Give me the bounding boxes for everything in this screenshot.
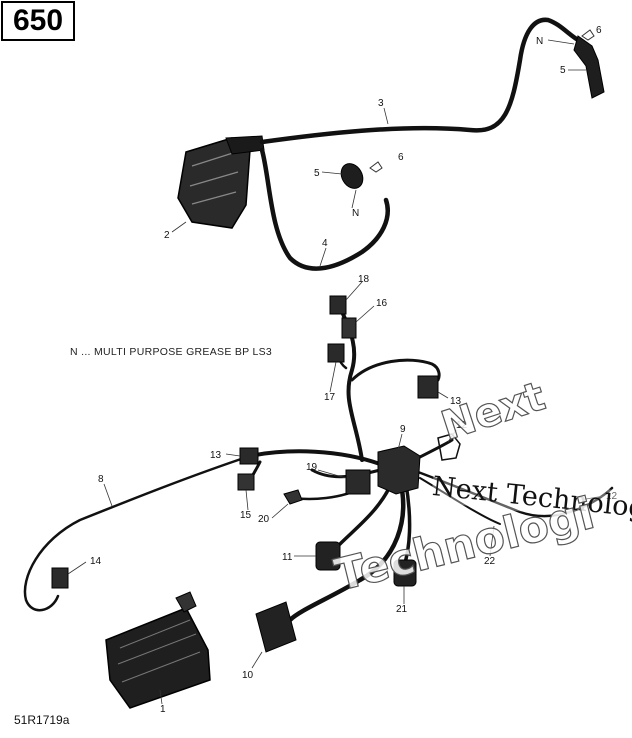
connector-12 [437, 433, 461, 461]
spark-plug-wire-4 [259, 147, 390, 271]
connector-13-left [239, 447, 259, 465]
callout-17: 17 [324, 392, 336, 403]
connector-15 [237, 473, 255, 491]
callout-12-right: 12 [606, 491, 618, 502]
cap-spring-top [581, 29, 595, 41]
callout-5-middle: 5 [314, 168, 320, 179]
callout-n-top: N [536, 36, 543, 47]
callout-6-top: 6 [596, 25, 602, 36]
connector-19 [345, 469, 371, 495]
callout-8: 8 [98, 474, 104, 485]
harness-junction-9 [377, 445, 421, 495]
figure-id: 51R1719a [14, 713, 70, 727]
callout-13-left: 13 [210, 450, 222, 461]
callout-10: 10 [242, 670, 254, 681]
callout-labels: 1 2 3 4 5 5 6 6 N N 8 9 10 11 12 12 13 1… [90, 25, 618, 715]
callout-22: 22 [484, 556, 496, 567]
spark-plug-wire-3 [259, 17, 581, 145]
spark-plug-cap-middle [340, 163, 364, 189]
connector-10 [255, 601, 297, 653]
leader-lines [67, 39, 605, 705]
callout-4: 4 [322, 238, 328, 249]
callout-2: 2 [164, 230, 170, 241]
spark-plug-cap-top [573, 35, 605, 99]
callout-20: 20 [258, 514, 270, 525]
ignition-coil [177, 135, 265, 229]
callout-3: 3 [378, 98, 384, 109]
callout-11: 11 [282, 552, 293, 563]
connector-20 [283, 489, 303, 505]
grease-note: N ... MULTI PURPOSE GREASE BP LS3 [70, 346, 273, 358]
connector-13-right [417, 375, 439, 399]
callout-21: 21 [396, 604, 408, 615]
callout-6-middle: 6 [398, 152, 404, 163]
callout-15: 15 [240, 510, 252, 521]
callout-n-middle: N [352, 208, 359, 219]
callout-14: 14 [90, 556, 102, 567]
connector-17 [327, 343, 345, 363]
callout-16: 16 [376, 298, 388, 309]
connector-14 [51, 567, 69, 589]
callout-18: 18 [358, 274, 370, 285]
callout-5-top: 5 [560, 65, 566, 76]
cap-spring-middle [369, 161, 383, 173]
callout-13-right: 13 [450, 396, 462, 407]
callout-19: 19 [306, 462, 318, 473]
callout-9: 9 [400, 424, 406, 435]
connector-16 [341, 317, 357, 339]
connector-21 [393, 559, 417, 587]
callout-1: 1 [160, 704, 166, 715]
engine-control-module [105, 591, 211, 709]
model-number-box: 650 [1, 1, 75, 41]
callout-12-top: 12 [456, 420, 468, 431]
connector-18 [329, 295, 347, 315]
